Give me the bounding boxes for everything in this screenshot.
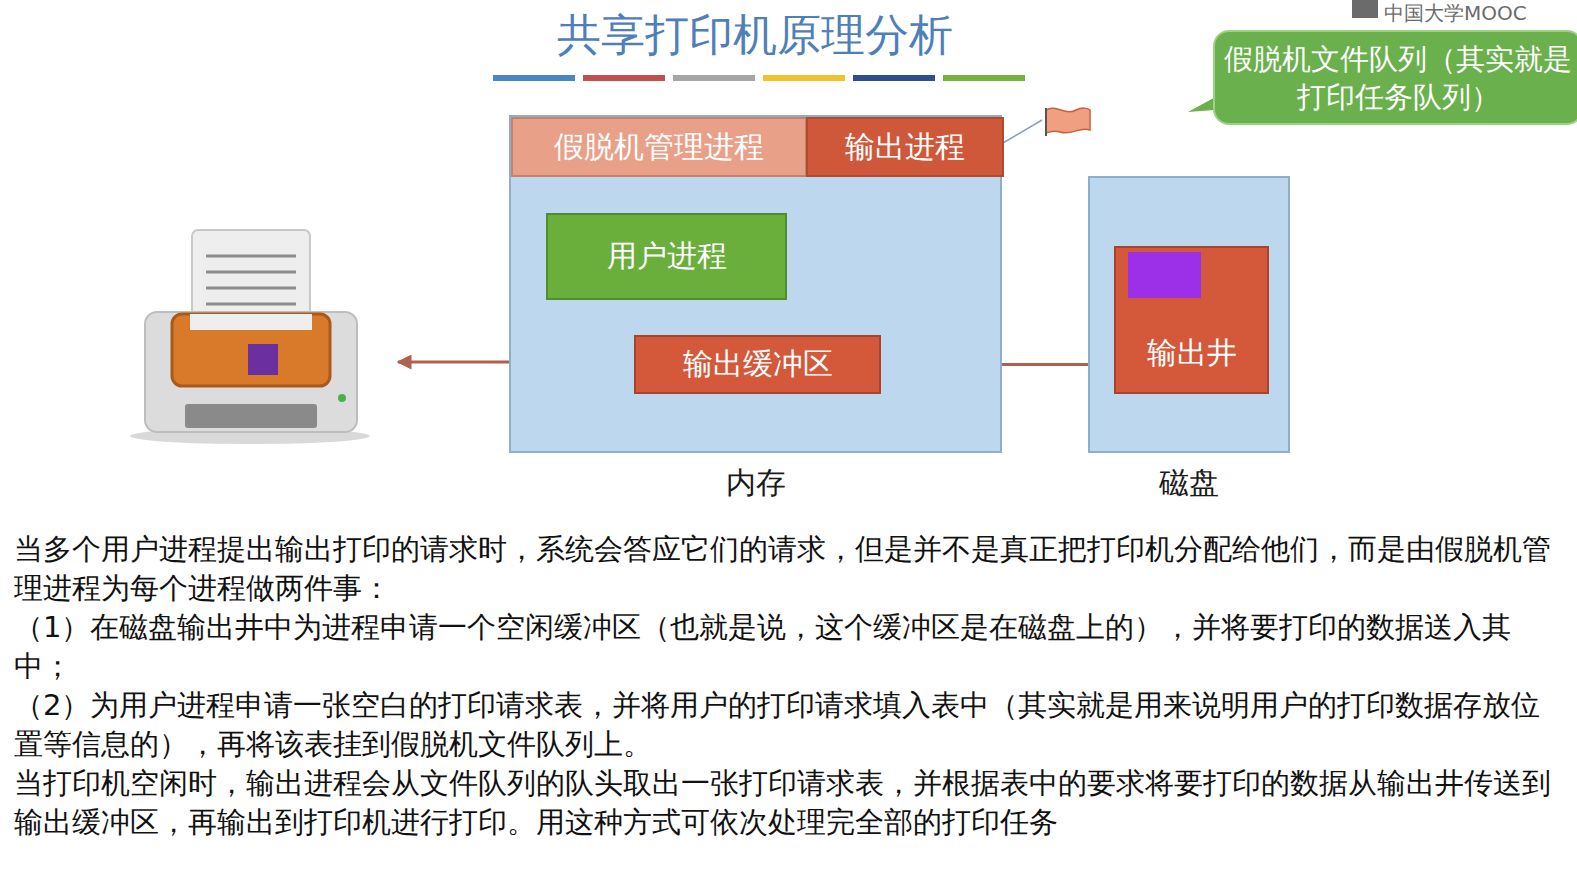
printer-icon: [130, 230, 370, 444]
region-label: 内存: [511, 463, 1000, 504]
process-box: 假脱机管理进程: [511, 117, 807, 177]
callout-bubble: 假脱机文件队列（其实就是打印任务队列）: [1213, 30, 1577, 125]
buffer-box: 输出缓冲区: [634, 335, 881, 394]
flag-pole: [1045, 108, 1047, 136]
node-label: 输出井: [1147, 333, 1237, 374]
memory-region: 内存假脱机管理进程输出进程用户进程输出缓冲区: [509, 115, 1002, 453]
process-box: 用户进程: [546, 213, 787, 300]
node-label: 输出缓冲区: [683, 344, 833, 385]
leader-line: [1003, 120, 1042, 143]
flag-icon: [1046, 108, 1090, 133]
explanation-text: 当多个用户进程提出输出打印的请求时，系统会答应它们的请求，但是并不是真正把打印机…: [14, 530, 1562, 842]
logo-mark: [1352, 0, 1378, 18]
node-label: 假脱机管理进程: [554, 127, 764, 168]
paragraph: 当多个用户进程提出输出打印的请求时，系统会答应它们的请求，但是并不是真正把打印机…: [14, 530, 1562, 608]
title-bars: [493, 75, 1025, 81]
watermark: 中国大学MOOC: [1384, 0, 1527, 27]
diagram-title: 共享打印机原理分析: [405, 6, 1105, 65]
node-label: 假脱机文件队列（其实就是打印任务队列）: [1215, 40, 1577, 116]
node-label: 输出进程: [845, 127, 965, 168]
spool-box: 输出井: [1114, 246, 1269, 394]
node-label: 用户进程: [607, 236, 727, 277]
paragraph: （2）为用户进程申请一张空白的打印请求表，并将用户的打印请求填入表中（其实就是用…: [14, 686, 1562, 764]
region-label: 磁盘: [1090, 463, 1288, 504]
paragraph: （1）在磁盘输出井中为进程申请一个空闲缓冲区（也就是说，这个缓冲区是在磁盘上的）…: [14, 608, 1562, 686]
disk-region: 磁盘输出井: [1088, 176, 1290, 453]
process-box: 输出进程: [806, 117, 1004, 177]
paragraph: 当打印机空闲时，输出进程会从文件队列的队头取出一张打印请求表，并根据表中的要求将…: [14, 764, 1562, 842]
